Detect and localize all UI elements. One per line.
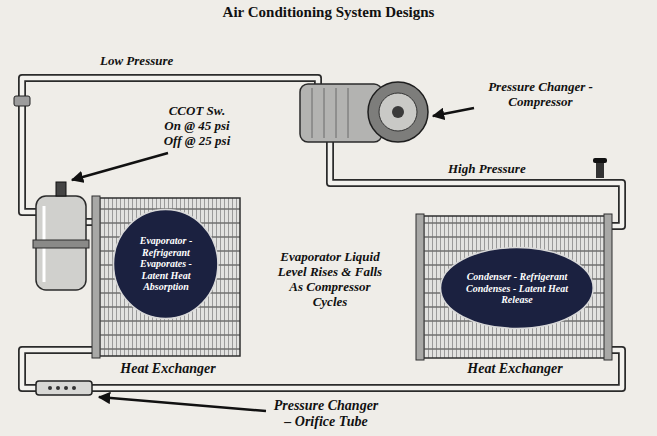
service-port [14,96,30,106]
evaporator-core [96,198,240,356]
high-pressure-line [330,140,622,226]
orifice-dot [64,386,68,390]
low-pressure-line [22,78,318,212]
component-text: Evaporator - Refrigerant Evaporates - La… [131,235,201,293]
orifice-tube [36,381,92,395]
evaporator-illustration [92,196,240,358]
callout-arrow [72,153,168,180]
condenser-tank [604,214,612,360]
compressor-rib [348,88,349,138]
refrigerant-lines [22,78,622,388]
pressure-sensor [593,158,607,163]
condenser-illustration [416,214,612,360]
oval-shape [441,248,594,329]
orifice-dot [48,386,52,390]
part-callout: Pressure Changer - Compressor [478,80,603,110]
pressure-sensor [596,162,604,178]
clutch-pulley [368,82,428,142]
orifice-dot [72,386,76,390]
diagram-title: Air Conditioning System Designs [0,4,657,21]
condenser-core [420,216,610,358]
compressor-rib [312,88,313,138]
evaporator-tank [92,196,100,358]
part-label: Heat Exchanger [93,361,243,377]
switch-note: CCOT Sw. On @ 45 psi Off @ 25 psi [160,104,234,149]
orifice-tube-illustration [36,381,92,395]
component-oval: Condenser - Refrigerant Condenses - Late… [439,246,595,330]
pressure-label: Low Pressure [100,54,173,69]
accumulator-illustration [33,182,89,290]
orifice-dot [56,386,60,390]
accumulator-bracket [33,240,89,248]
high-pressure-line [330,140,622,226]
component-text: Condenser - Refrigerant Condenses - Late… [465,271,569,306]
low-pressure-line [22,78,318,212]
condenser-tank [416,214,424,360]
oval-shape [114,210,218,319]
compressor-rib [324,88,325,138]
note: Evaporator Liquid Level Rises & Falls As… [274,250,386,310]
oval-text-box: Evaporator - Refrigerant Evaporates - La… [131,235,201,293]
part-callout: Pressure Changer – Orifice Tube [272,398,380,430]
compressor-rib [336,88,337,138]
callout-arrow [433,108,474,116]
compressor-illustration [300,82,428,142]
part-label: Heat Exchanger [440,361,590,377]
clutch-plate [379,93,417,131]
ccot-switch [56,182,66,196]
clutch-hub [392,106,404,118]
component-oval: Evaporator - Refrigerant Evaporates - La… [112,208,219,320]
callout-arrow [99,397,266,411]
pressure-label: High Pressure [448,162,526,177]
oval-text-box: Condenser - Refrigerant Condenses - Late… [465,271,569,306]
